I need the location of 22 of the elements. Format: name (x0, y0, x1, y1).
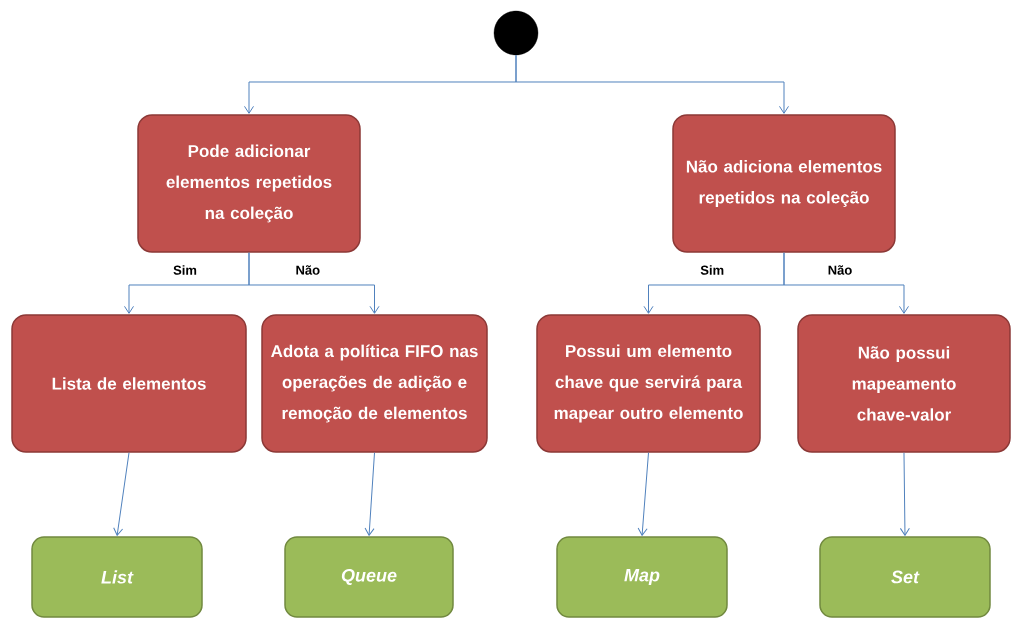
edge-label: Sim (699, 264, 726, 276)
process-box: Lista de elementos (11, 314, 247, 453)
type-box: Set (819, 536, 991, 618)
arrow (515, 54, 789, 114)
process-box: Não adiciona elementos repetidos na coleção (672, 114, 896, 253)
process-box: Não possui mapeamento chave-valor (797, 314, 1011, 453)
arrow (637, 452, 649, 536)
edge-label: Não (826, 264, 854, 276)
arrow (899, 452, 910, 536)
edge-label: Sim (172, 264, 198, 276)
arrow (248, 252, 380, 314)
process-box: Possui um elemento chave que servirá para mapear outro elemento (536, 314, 761, 453)
process-box: Adota a política FIFO nas operações de adição e remoção de elementos (261, 314, 488, 453)
arrow (364, 452, 375, 536)
edge-label: Não (294, 264, 322, 276)
type-box: Queue (284, 536, 454, 618)
process-box: Pode adicionar elementos repetidos na coleção (137, 114, 361, 253)
arrow (113, 452, 130, 536)
type-box: List (31, 536, 203, 618)
start-circle (493, 10, 539, 56)
arrow (783, 252, 909, 314)
type-box: Map (556, 536, 728, 618)
